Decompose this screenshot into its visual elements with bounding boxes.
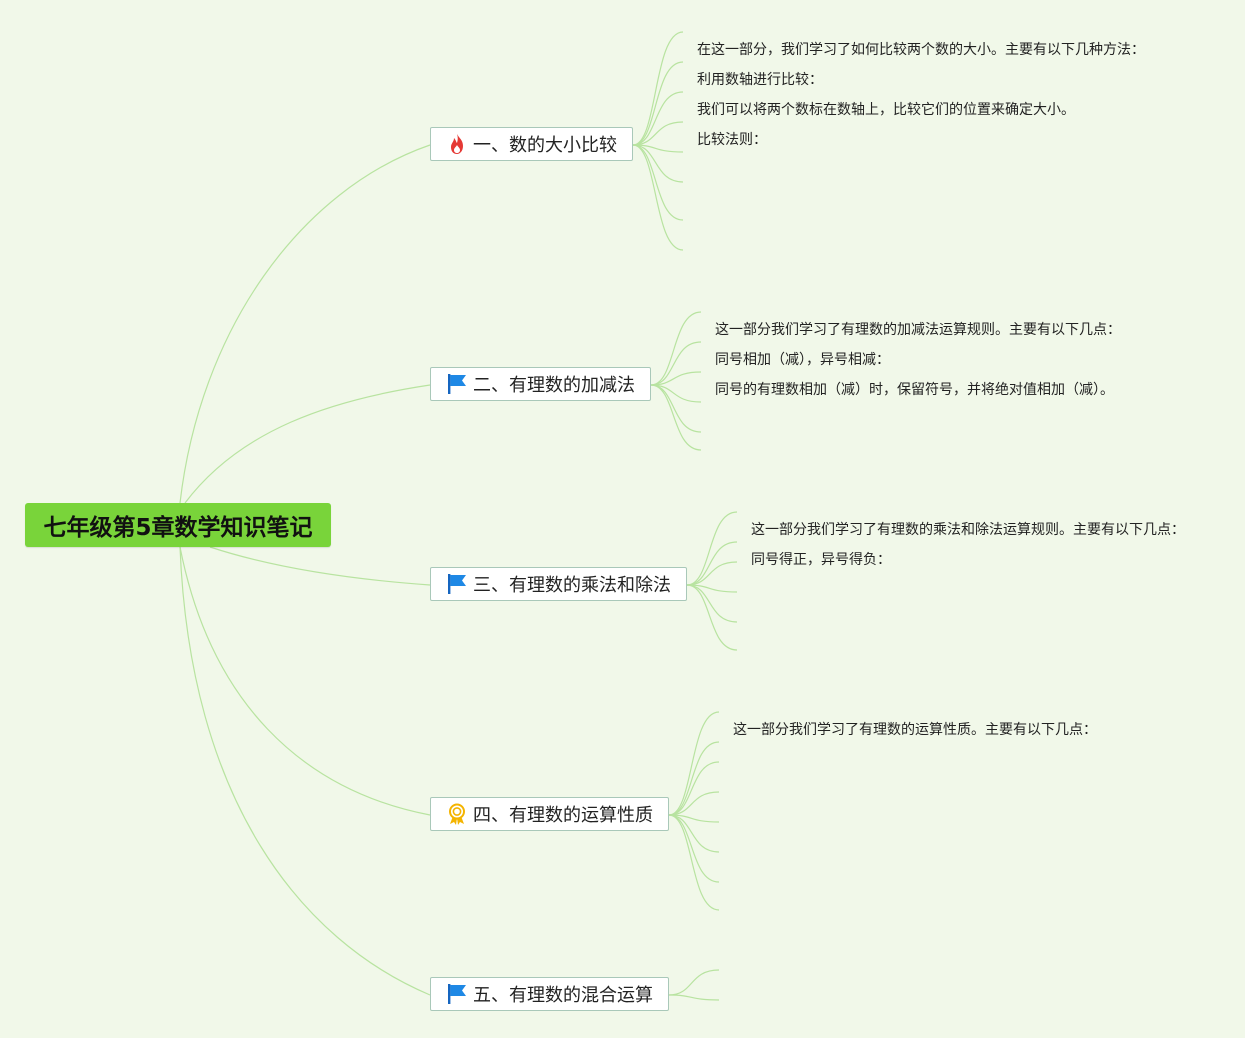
connector-line bbox=[184, 384, 431, 504]
note-item[interactable]: 这一部分我们学习了有理数的运算性质。主要有以下几点： bbox=[733, 722, 1097, 738]
connector-line bbox=[686, 584, 738, 651]
connector-line bbox=[650, 384, 702, 433]
connector-line bbox=[179, 546, 431, 816]
connector-line bbox=[632, 31, 684, 146]
topic-operation-properties[interactable]: 四、有理数的运算性质 bbox=[430, 797, 669, 831]
connector-line bbox=[179, 546, 431, 996]
connector-line bbox=[632, 91, 684, 146]
connector-line bbox=[686, 511, 738, 586]
topic-label: 二、有理数的加减法 bbox=[473, 375, 635, 396]
note-item[interactable]: 同号相加（减），异号相减： bbox=[715, 352, 890, 368]
flag-icon bbox=[447, 983, 467, 1005]
connector-line bbox=[668, 994, 720, 1001]
connector-line bbox=[668, 761, 720, 816]
connector-line bbox=[686, 561, 738, 586]
flag-icon bbox=[447, 573, 467, 595]
medal-icon bbox=[447, 803, 467, 825]
connector-line bbox=[179, 144, 431, 504]
note-item[interactable]: 我们可以将两个数标在数轴上，比较它们的位置来确定大小。 bbox=[697, 102, 1075, 118]
connector-line bbox=[209, 546, 431, 586]
topic-label: 四、有理数的运算性质 bbox=[473, 805, 653, 826]
connector-line bbox=[668, 791, 720, 816]
connector-line bbox=[632, 61, 684, 146]
note-item[interactable]: 利用数轴进行比较： bbox=[697, 72, 823, 88]
connector-line bbox=[632, 144, 684, 183]
topic-addition-subtraction[interactable]: 二、有理数的加减法 bbox=[430, 367, 651, 401]
root-topic-label: 七年级第5章数学知识笔记 bbox=[43, 515, 313, 541]
connector-line bbox=[686, 541, 738, 586]
connector-line bbox=[650, 311, 702, 386]
connector-line bbox=[632, 121, 684, 146]
connector-line bbox=[668, 814, 720, 853]
connector-line bbox=[632, 144, 684, 251]
topic-label: 三、有理数的乘法和除法 bbox=[473, 575, 671, 596]
connector-line bbox=[650, 341, 702, 386]
note-item[interactable]: 这一部分我们学习了有理数的加减法运算规则。主要有以下几点： bbox=[715, 322, 1121, 338]
topic-multiplication-division[interactable]: 三、有理数的乘法和除法 bbox=[430, 567, 687, 601]
connector-line bbox=[650, 371, 702, 386]
topic-label: 五、有理数的混合运算 bbox=[473, 985, 653, 1006]
topic-number-comparison[interactable]: 一、数的大小比较 bbox=[430, 127, 633, 161]
note-item[interactable]: 同号得正，异号得负： bbox=[751, 552, 891, 568]
root-topic[interactable]: 七年级第5章数学知识笔记 bbox=[25, 503, 331, 547]
note-item[interactable]: 同号的有理数相加（减）时，保留符号，并将绝对值相加（减）。 bbox=[715, 382, 1114, 398]
note-item[interactable]: 在这一部分，我们学习了如何比较两个数的大小。主要有以下几种方法： bbox=[697, 42, 1145, 58]
connector-line bbox=[650, 384, 702, 451]
topic-label: 一、数的大小比较 bbox=[473, 135, 617, 156]
topic-mixed-operations[interactable]: 五、有理数的混合运算 bbox=[430, 977, 669, 1011]
note-item[interactable]: 比较法则： bbox=[697, 132, 767, 148]
flag-icon bbox=[447, 373, 467, 395]
connector-line bbox=[686, 584, 738, 623]
fire-icon bbox=[447, 133, 467, 155]
connector-line bbox=[668, 711, 720, 816]
connector-line bbox=[668, 814, 720, 911]
connector-line bbox=[668, 969, 720, 996]
connector-line bbox=[632, 144, 684, 221]
connector-line bbox=[668, 741, 720, 816]
note-item[interactable]: 这一部分我们学习了有理数的乘法和除法运算规则。主要有以下几点： bbox=[751, 522, 1185, 538]
